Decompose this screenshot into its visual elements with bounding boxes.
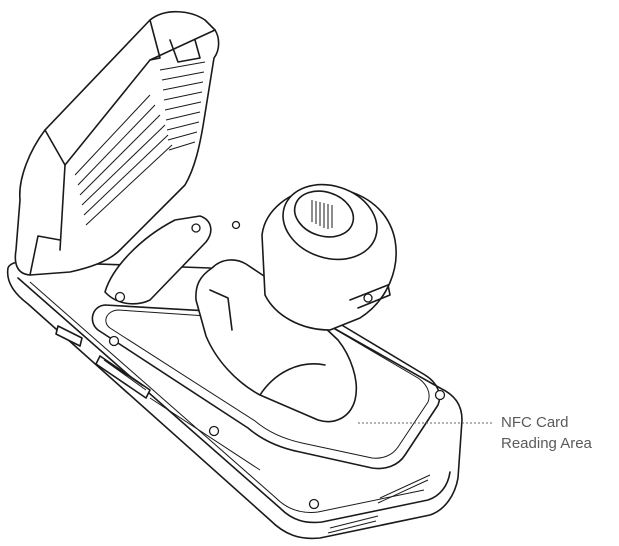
nfc-callout-label: NFC Card Reading Area xyxy=(501,412,592,454)
support-pad xyxy=(104,215,212,305)
side-connector xyxy=(95,355,151,399)
screws xyxy=(108,220,446,510)
scanner-handle xyxy=(195,183,397,423)
callout-line-1: NFC Card xyxy=(501,414,569,431)
side-button xyxy=(55,325,261,471)
front-vent xyxy=(327,474,431,534)
callout-line-2: Reading Area xyxy=(501,435,592,452)
printer-head xyxy=(14,10,220,276)
